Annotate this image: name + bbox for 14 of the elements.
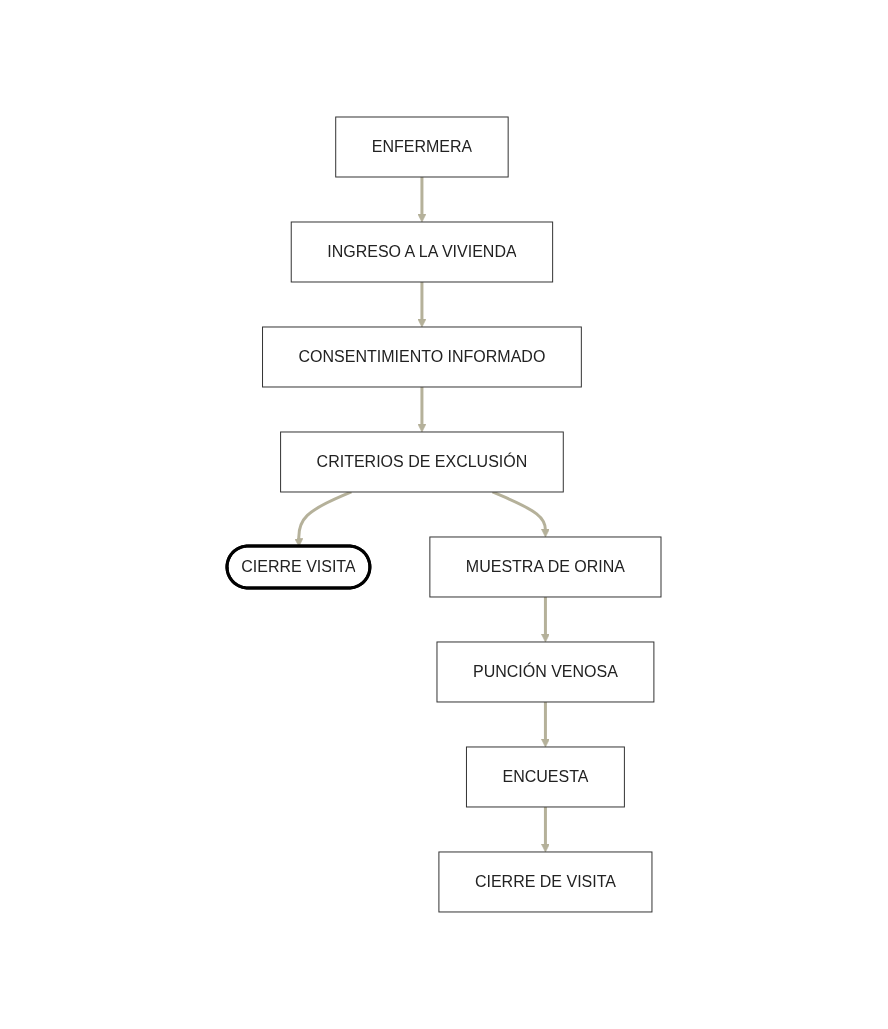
node-box: PUNCIÓN VENOSA — [436, 641, 655, 703]
arrow — [417, 282, 427, 328]
node-box: CONSENTIMIENTO INFORMADO — [262, 326, 582, 388]
node-box: ENFERMERA — [335, 116, 509, 178]
node-box: CRITERIOS DE EXCLUSIÓN — [280, 431, 564, 493]
node-box: INGRESO A LA VIVIENDA — [290, 221, 554, 283]
node-box: MUESTRA DE ORINA — [429, 536, 662, 598]
arrow — [417, 387, 427, 433]
node-box: CIERRE DE VISITA — [438, 851, 653, 913]
arrow — [541, 807, 550, 853]
arrow — [541, 597, 550, 643]
arrow — [417, 177, 427, 223]
node-box: ENCUESTA — [465, 746, 625, 808]
arrow — [541, 702, 550, 748]
